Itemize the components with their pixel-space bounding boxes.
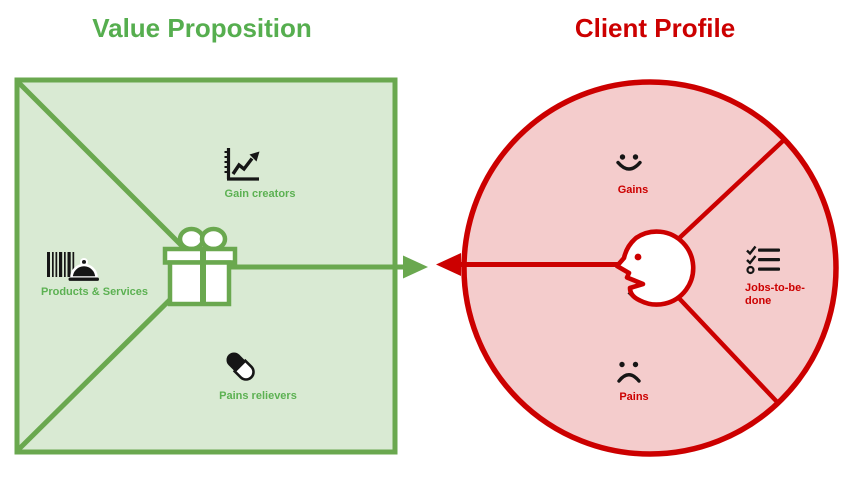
capsule-icon [226, 352, 255, 381]
gift-icon [162, 226, 238, 307]
pains-relievers-label: Pains relievers [219, 390, 297, 402]
smiley-face-icon [616, 154, 642, 171]
head-profile-icon [614, 229, 696, 307]
barcode-cloche-icon [47, 252, 99, 281]
gain-creators-label: Gain creators [224, 188, 296, 200]
checklist-icon [746, 245, 780, 275]
red-arrowhead-icon [436, 253, 461, 276]
gift-bow-right-loop [199, 226, 228, 252]
gains-label: Gains [617, 184, 649, 196]
pains-label: Pains [619, 391, 649, 403]
products-services-label: Products & Services [41, 286, 148, 298]
gift-bow-left-loop [177, 226, 206, 252]
head-outline [614, 229, 696, 307]
green-arrowhead-icon [403, 255, 428, 279]
sad-face-icon [617, 361, 641, 383]
upper-diagonal-divider [15, 79, 205, 269]
jobs-to-be-done-label: Jobs-to-be-done [745, 282, 805, 307]
gift-body [167, 260, 232, 307]
eye-dot [634, 253, 642, 261]
line-chart-icon [224, 148, 260, 181]
value-proposition-title: Value Proposition [92, 13, 312, 43]
client-profile-title: Client Profile [574, 13, 736, 43]
